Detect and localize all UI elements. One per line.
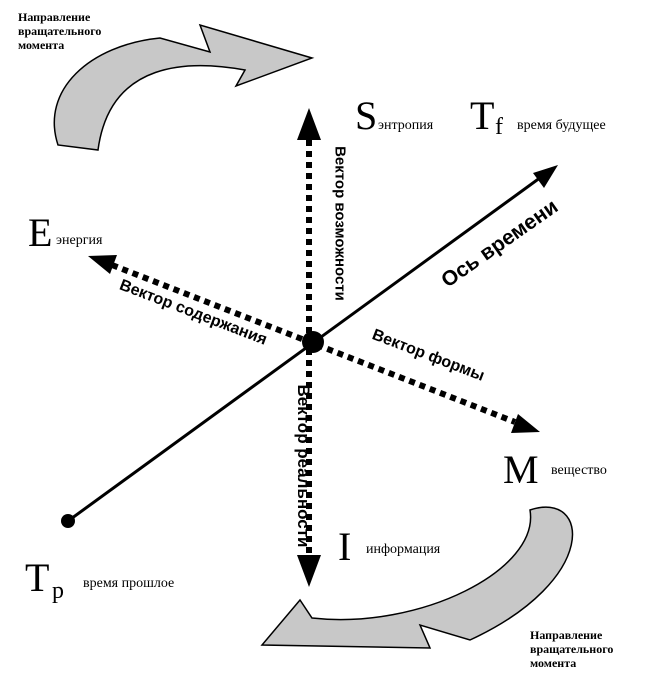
pole-m-label: вещество xyxy=(551,463,607,478)
rotation-note-top-left: Направление вращательного момента xyxy=(18,10,102,52)
rotation-note-bottom-right: Направление вращательного момента xyxy=(530,628,614,670)
pole-tp-letter: T xyxy=(25,555,50,600)
rotation-arrow-bottom-right xyxy=(260,506,574,649)
pole-tf-subscript: f xyxy=(495,114,503,140)
pole-e-label: энергия xyxy=(56,233,103,248)
pole-tp-label: время прошлое xyxy=(83,576,175,591)
possibility-reality-axis xyxy=(297,108,321,587)
pole-i-letter: I xyxy=(338,524,352,569)
content-form-axis xyxy=(88,255,540,433)
pole-e-letter: E xyxy=(28,210,53,255)
possibility-vector-label: Вектор возможности xyxy=(331,146,349,301)
rotation-arrow-top-left xyxy=(53,23,315,151)
center-node xyxy=(302,331,324,353)
pole-tp-subscript: p xyxy=(52,578,64,604)
pole-tf-label: время будущее xyxy=(517,118,606,133)
pole-s-label: энтропия xyxy=(378,118,434,133)
pole-i-label: информация xyxy=(366,542,441,557)
pole-s-letter: S xyxy=(355,93,378,138)
pole-tf-letter: T xyxy=(470,93,495,138)
reality-vector-label: Вектор реальности xyxy=(294,384,313,548)
pole-m-letter: M xyxy=(503,447,539,492)
